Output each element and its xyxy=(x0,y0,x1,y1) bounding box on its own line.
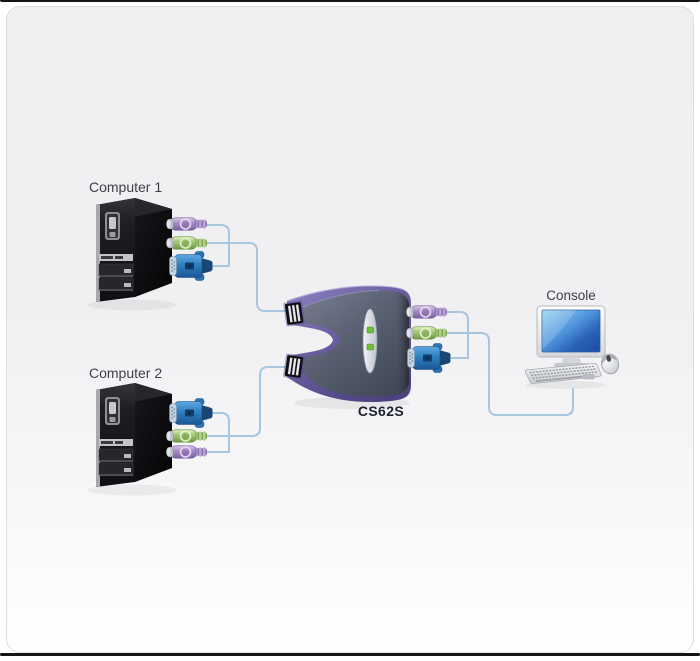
kvm-switch-top-highlight xyxy=(286,285,405,302)
kvm-switch-body xyxy=(303,290,409,397)
cable-switch-to-console xyxy=(446,332,574,416)
cable-computer1-keyboard xyxy=(205,224,230,267)
cable-computer1-to-switch xyxy=(205,242,291,312)
port1-led xyxy=(366,326,374,334)
ps2-keyboard-plug xyxy=(165,217,208,231)
ps2-keyboard-plug xyxy=(405,304,448,320)
kvm-switch xyxy=(283,285,411,402)
ps2-keyboard-plug xyxy=(165,444,208,460)
shadows xyxy=(88,299,606,496)
kvm-switch-model-label: CS62S xyxy=(357,403,405,419)
computer1-connectors xyxy=(165,217,213,281)
keyboard-icon xyxy=(524,363,602,384)
kvm-switch-port-1 xyxy=(283,300,305,327)
ps2-mouse-plug xyxy=(165,236,208,250)
kvm-cables xyxy=(205,224,574,453)
console-connectors xyxy=(405,304,451,373)
cable-computer2-vga xyxy=(211,412,230,453)
vga-plug xyxy=(407,343,451,373)
computer1-label: Computer 1 xyxy=(89,179,163,195)
console-set xyxy=(524,305,619,384)
vga-plug xyxy=(169,398,213,428)
computer2-label: Computer 2 xyxy=(89,365,163,381)
kvm-switch-body-highlight xyxy=(302,290,380,308)
computer1-tower xyxy=(95,197,173,303)
kvm-switch-port-2 xyxy=(283,353,305,380)
bottom-border-line xyxy=(0,653,700,656)
top-border-line xyxy=(0,0,700,2)
console-label: Console xyxy=(546,288,596,303)
port2-led xyxy=(366,343,374,351)
monitor-icon xyxy=(536,305,606,368)
kvm-switch-side-shade xyxy=(396,291,409,395)
led-panel xyxy=(362,308,378,374)
ps2-mouse-plug xyxy=(165,428,208,444)
ps2-mouse-plug xyxy=(405,325,448,341)
computer2-connectors xyxy=(165,398,213,460)
computer2-tower xyxy=(95,382,173,488)
cable-console-keyboard xyxy=(446,311,469,359)
mouse-icon xyxy=(601,353,619,375)
vga-plug xyxy=(169,251,213,281)
cable-computer2-to-switch xyxy=(206,366,291,437)
